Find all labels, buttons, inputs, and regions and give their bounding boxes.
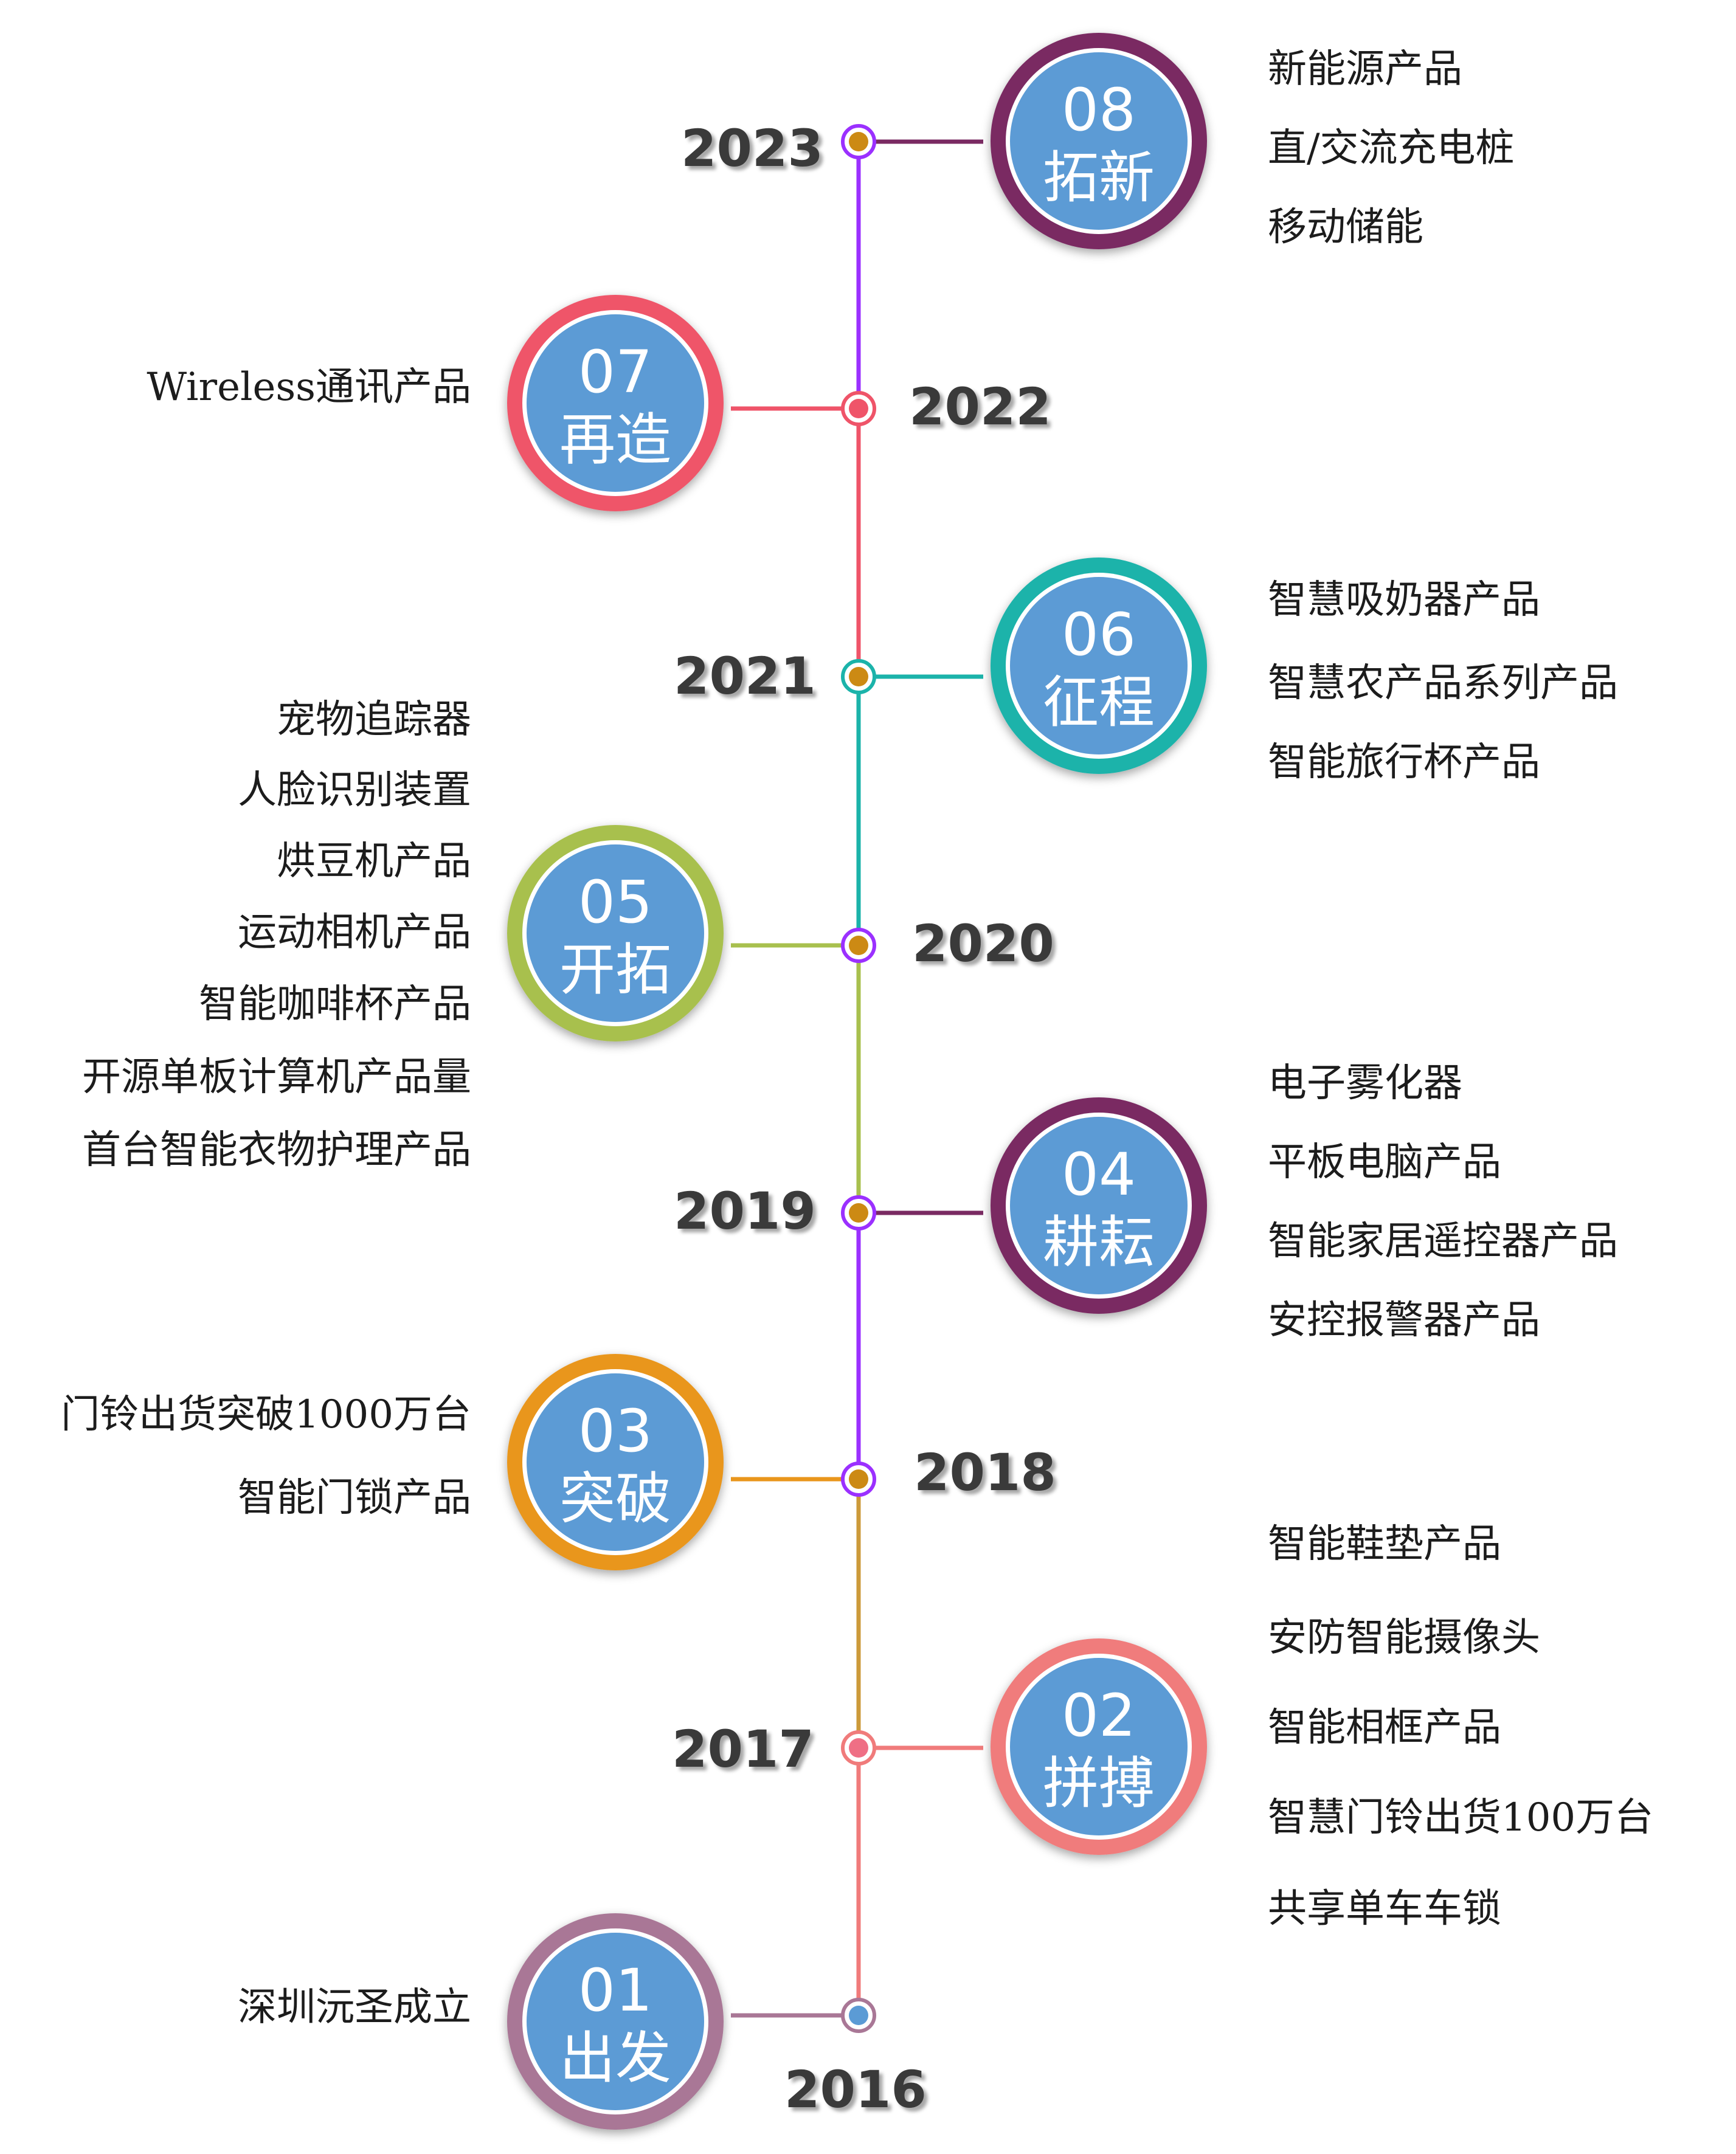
year-dot-core — [849, 399, 868, 418]
milestone-item: 运动相机产品 — [238, 910, 471, 955]
milestone-number: 05 — [578, 868, 652, 936]
year-dot-core — [849, 1469, 868, 1489]
milestone-circle — [991, 1638, 1207, 1855]
milestone-circle — [507, 1913, 724, 2130]
milestone-title: 征程 — [1043, 670, 1155, 735]
milestone-item: Wireless通讯产品 — [147, 365, 471, 410]
year-dot-core — [849, 936, 868, 955]
milestone-item: 智慧门铃出货100万台 — [1268, 1795, 1654, 1840]
year-label: 2017 — [672, 1719, 814, 1779]
milestone-item: 智能鞋垫产品 — [1268, 1522, 1501, 1567]
milestone-number: 01 — [578, 1956, 652, 2025]
milestone-circle — [507, 295, 724, 511]
milestone-core — [1010, 577, 1188, 754]
milestone-item: 智能咖啡杯产品 — [199, 982, 471, 1027]
year-dot-core — [849, 667, 868, 686]
milestone-item: 安控报警器产品 — [1268, 1298, 1540, 1343]
milestone-item: 烘豆机产品 — [277, 839, 471, 884]
milestone-item: 深圳沅圣成立 — [238, 1985, 471, 2030]
milestone-title: 拼搏 — [1043, 1751, 1155, 1816]
milestone-circle — [991, 33, 1207, 249]
year-dot-core — [849, 132, 868, 151]
milestone-circle — [991, 557, 1207, 774]
milestone-item: 新能源产品 — [1268, 47, 1462, 92]
milestone-circle — [991, 1097, 1207, 1314]
milestone-number: 07 — [578, 338, 652, 406]
milestone-item: 移动储能 — [1268, 205, 1423, 250]
milestone-item: 安防智能摄像头 — [1268, 1615, 1540, 1660]
milestone-core — [1010, 1117, 1188, 1294]
milestone-item: 智能旅行杯产品 — [1268, 740, 1540, 785]
milestone-number: 03 — [578, 1397, 652, 1465]
milestone-item: 首台智能衣物护理产品 — [82, 1128, 471, 1173]
year-label: 2022 — [909, 377, 1051, 437]
milestone-item: 共享单车车锁 — [1268, 1886, 1501, 1931]
milestone-core — [527, 1373, 704, 1551]
milestone-circle — [507, 825, 724, 1041]
milestone-circle — [507, 1354, 724, 1570]
year-label: 2019 — [674, 1181, 816, 1241]
milestone-item: 直/交流充电桩 — [1268, 126, 1515, 171]
milestone-core — [527, 314, 704, 492]
milestone-title: 开拓 — [559, 937, 671, 1003]
milestone-item: 智慧吸奶器产品 — [1268, 578, 1540, 623]
milestone-core — [1010, 1658, 1188, 1835]
milestone-item: 开源单板计算机产品量 — [82, 1055, 471, 1100]
milestone-title: 再造 — [559, 407, 671, 472]
year-dot-core — [849, 2006, 868, 2025]
year-label: 2020 — [912, 914, 1054, 973]
milestone-item: 智能相框产品 — [1268, 1705, 1501, 1750]
year-dot-core — [849, 1203, 868, 1223]
year-label: 2018 — [914, 1443, 1056, 1502]
milestone-core — [527, 844, 704, 1022]
milestone-item: 门铃出货突破1000万台 — [61, 1392, 471, 1437]
milestone-number: 06 — [1062, 601, 1136, 669]
milestone-title: 突破 — [559, 1466, 671, 1531]
milestone-number: 08 — [1062, 76, 1136, 144]
milestone-item: 智能门锁产品 — [238, 1476, 471, 1521]
milestone-item: 智慧农产品系列产品 — [1268, 661, 1618, 706]
year-label: 2016 — [784, 2060, 927, 2119]
milestone-title: 耕耘 — [1043, 1210, 1155, 1275]
year-dot-core — [849, 1738, 868, 1758]
milestone-number: 02 — [1062, 1682, 1136, 1750]
milestone-item: 电子雾化器 — [1268, 1061, 1462, 1106]
milestone-number: 04 — [1062, 1141, 1136, 1209]
milestone-item: 智能家居遥控器产品 — [1268, 1219, 1618, 1264]
year-label: 2021 — [674, 646, 816, 706]
milestone-core — [527, 1933, 704, 2110]
milestone-title: 拓新 — [1043, 145, 1155, 210]
milestone-item: 人脸识别装置 — [238, 768, 471, 813]
milestone-core — [1010, 52, 1188, 230]
milestone-item: 平板电脑产品 — [1268, 1140, 1501, 1185]
milestone-item: 宠物追踪器 — [277, 697, 471, 742]
year-label: 2023 — [681, 119, 823, 178]
milestone-title: 出发 — [559, 2026, 671, 2091]
